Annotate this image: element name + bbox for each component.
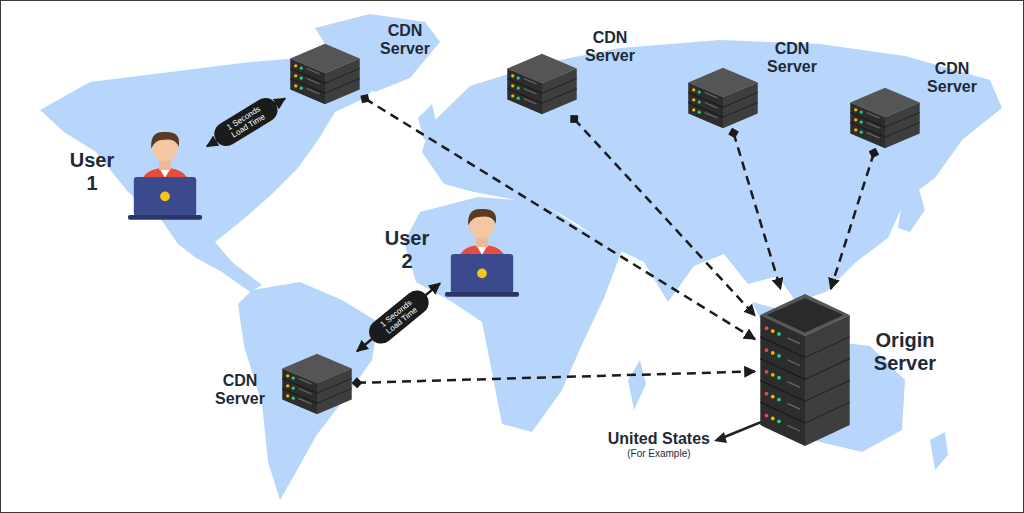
cdn-server-label: CDN Server: [767, 40, 817, 77]
cdn-server: CDN Server: [288, 42, 362, 106]
server-icon: [280, 352, 354, 416]
cdn-server: CDN Server: [505, 52, 579, 116]
origin-fetch-link: [357, 371, 755, 382]
server-icon: [505, 52, 579, 116]
origin-fetch-link: [734, 133, 781, 289]
server-icon: [288, 42, 362, 106]
cdn-server-label: CDN Server: [380, 22, 430, 59]
load-time-link: [357, 283, 440, 351]
origin-server: Origin Server: [758, 292, 852, 448]
note-label: (For Example): [627, 448, 690, 459]
server-icon: [758, 292, 852, 448]
continents: [40, 14, 1002, 500]
origin-fetch-link: [831, 153, 874, 289]
server-icon: [848, 86, 922, 150]
cdn-server-label: CDN Server: [215, 372, 265, 409]
location-label: United States: [608, 430, 710, 448]
user-icon: [126, 118, 204, 226]
origin-server-label: Origin Server: [874, 329, 936, 375]
cdn-server: CDN Server: [280, 352, 354, 416]
load-time-pill: 1 Seconds Load Time: [364, 286, 434, 349]
user-node-label: User 1: [70, 149, 114, 195]
cdn-server-label: CDN Server: [585, 29, 635, 66]
user-node: User 2: [443, 195, 521, 303]
cdn-server: CDN Server: [848, 86, 922, 150]
label-group: United States(For Example): [608, 430, 710, 459]
user-node: User 1: [126, 118, 204, 226]
user-icon: [443, 195, 521, 303]
cdn-server-label: CDN Server: [927, 60, 977, 97]
cdn-server: CDN Server: [686, 66, 760, 130]
origin-fetch-link: [574, 119, 755, 316]
user-node-label: User 2: [385, 227, 429, 273]
server-icon: [686, 66, 760, 130]
